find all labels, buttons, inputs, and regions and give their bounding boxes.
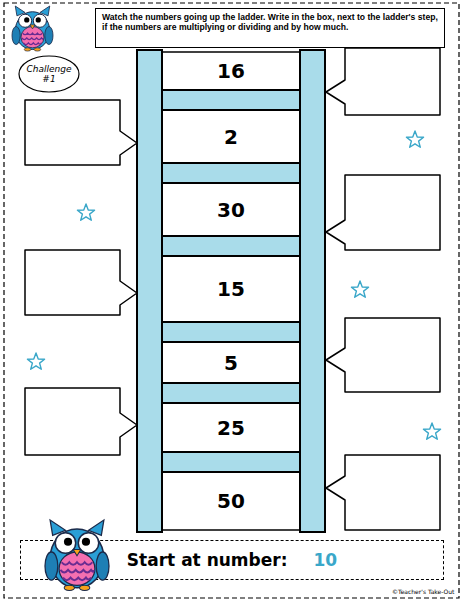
ladder-number: 15 bbox=[162, 256, 300, 322]
ladder-number: 30 bbox=[162, 183, 300, 236]
answer-arrow-box bbox=[25, 250, 137, 315]
star-decoration bbox=[406, 131, 423, 147]
copyright-note: ©Teacher's Take-Out bbox=[392, 588, 454, 595]
ladder-number-text: 5 bbox=[224, 351, 238, 375]
start-number-box-text: Start at number: bbox=[127, 550, 288, 570]
answer-arrow-box bbox=[25, 100, 137, 165]
ladder-number-text: 2 bbox=[224, 125, 238, 149]
answer-arrow-box bbox=[326, 318, 440, 392]
star-decoration bbox=[423, 423, 440, 439]
ladder-rung bbox=[162, 383, 300, 403]
ladder-number: 2 bbox=[162, 110, 300, 163]
answer-arrow-box bbox=[25, 388, 137, 455]
ladder-number-text: 30 bbox=[217, 198, 245, 222]
owl-illustration bbox=[12, 6, 53, 51]
start-number-box-text: 10 bbox=[313, 550, 337, 570]
ladder-rung bbox=[162, 90, 300, 110]
challenge-oval-text: Challenge #1 bbox=[27, 64, 72, 85]
answer-arrow-box bbox=[326, 48, 440, 115]
ladder-rung bbox=[162, 236, 300, 256]
ladder-rail bbox=[137, 50, 162, 532]
ladder-number: 50 bbox=[162, 472, 300, 530]
ladder-number-text: 25 bbox=[217, 416, 245, 440]
oval-shape bbox=[19, 56, 79, 92]
answer-arrow-box bbox=[326, 455, 440, 530]
page-border bbox=[4, 3, 459, 598]
start-number-box: Start at number: 10 bbox=[20, 540, 444, 580]
ladder-number: 16 bbox=[162, 52, 300, 90]
star-decoration bbox=[77, 204, 94, 220]
ladder-number: 5 bbox=[162, 342, 300, 383]
ladder-rung bbox=[162, 452, 300, 472]
ladder-number-text: 15 bbox=[217, 277, 245, 301]
instruction-box-text: Watch the numbers going up the ladder. W… bbox=[102, 12, 438, 32]
ladder-rung bbox=[162, 163, 300, 183]
ladder-edge bbox=[162, 529, 300, 531]
ladder-number-text: 16 bbox=[217, 59, 245, 83]
ladder-rail bbox=[300, 50, 325, 532]
ladder-edge bbox=[162, 51, 300, 53]
star-decoration bbox=[351, 281, 368, 297]
challenge-oval: Challenge #1 bbox=[18, 55, 80, 93]
ladder-rung bbox=[162, 322, 300, 342]
ladder-number: 25 bbox=[162, 403, 300, 452]
star-decoration bbox=[27, 353, 44, 369]
instruction-box: Watch the numbers going up the ladder. W… bbox=[95, 8, 445, 48]
answer-arrow-box bbox=[326, 175, 440, 250]
ladder-number-text: 50 bbox=[217, 489, 245, 513]
